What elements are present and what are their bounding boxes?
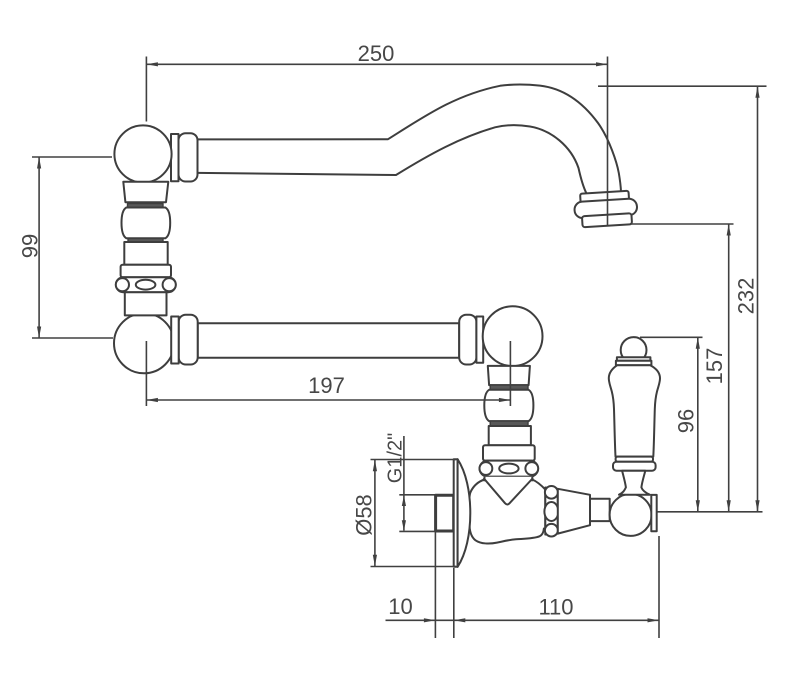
svg-text:10: 10 [388,594,412,619]
svg-text:157: 157 [702,348,727,385]
svg-text:96: 96 [674,409,699,433]
svg-text:110: 110 [538,595,573,620]
svg-text:232: 232 [734,278,759,315]
svg-text:197: 197 [308,373,345,398]
svg-text:G1/2": G1/2" [385,433,407,483]
svg-text:250: 250 [358,41,395,66]
svg-text:Ø58: Ø58 [352,494,377,536]
svg-text:99: 99 [18,234,43,258]
